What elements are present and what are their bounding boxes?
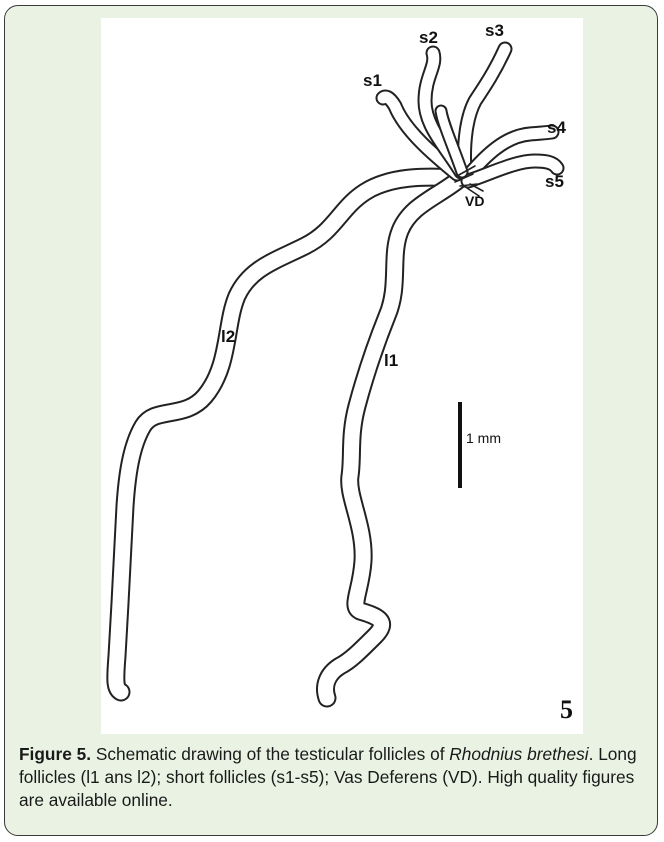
- label-l1: l1: [384, 352, 398, 369]
- label-vas-deferens: VD: [465, 194, 484, 208]
- follicle-drawing: [101, 18, 583, 734]
- caption-species: Rhodnius brethesi: [449, 744, 588, 764]
- caption-title: Figure 5.: [19, 744, 91, 764]
- label-s5: s5: [545, 173, 564, 190]
- label-s4: s4: [547, 119, 566, 136]
- figure-number: 5: [560, 697, 573, 723]
- scale-bar-label: 1 mm: [466, 431, 501, 445]
- figure-image: [101, 18, 583, 734]
- label-s2: s2: [419, 29, 438, 46]
- caption-text-before: Schematic drawing of the testicular foll…: [91, 744, 449, 764]
- label-s1: s1: [363, 72, 382, 89]
- label-l2: l2: [221, 328, 235, 345]
- figure-caption: Figure 5. Schematic drawing of the testi…: [19, 743, 659, 812]
- label-s3: s3: [485, 22, 504, 39]
- figure-panel: s1 s2 s3 s4 s5 VD l1 l2 1 mm 5 Figure 5.…: [4, 5, 658, 836]
